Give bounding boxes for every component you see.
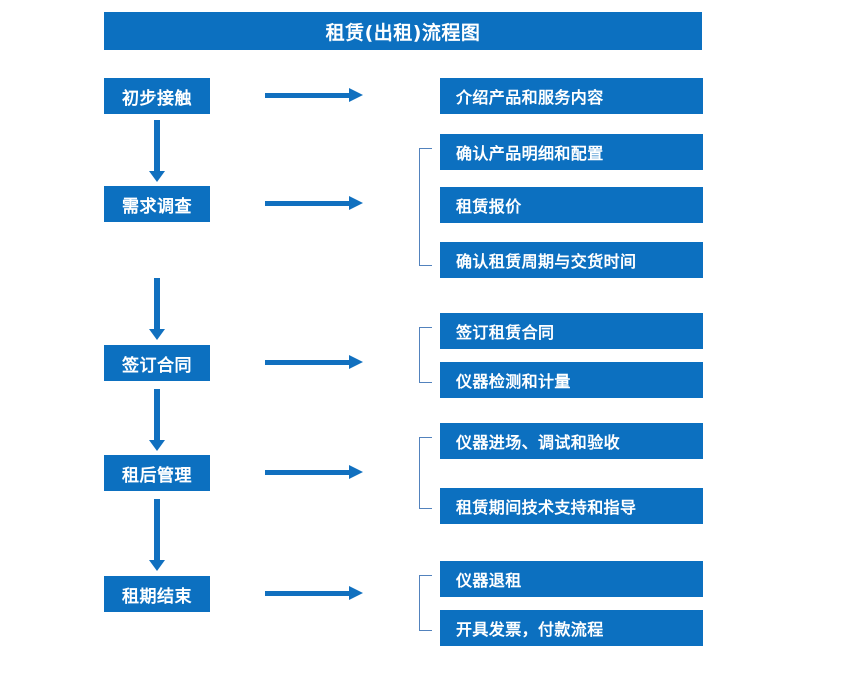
bracket-group-requirements (419, 148, 432, 266)
arrow-requirement-survey-to-sign-contract (149, 278, 165, 340)
arrow-requirement-survey-to-details (265, 196, 365, 210)
detail-box-3[interactable]: 租赁报价 (440, 187, 703, 223)
detail-box-9[interactable]: 仪器退租 (440, 561, 703, 597)
arrow-initial-contact-to-requirement-survey (149, 120, 165, 182)
detail-box-7[interactable]: 仪器进场、调试和验收 (440, 423, 703, 459)
arrow-head-down-icon (149, 560, 165, 571)
detail-box-2[interactable]: 确认产品明细和配置 (440, 134, 703, 170)
bracket-group-contract (419, 327, 432, 383)
detail-box-5[interactable]: 签订租赁合同 (440, 313, 703, 349)
arrow-head-down-icon (149, 171, 165, 182)
detail-box-6[interactable]: 仪器检测和计量 (440, 362, 703, 398)
detail-box-10[interactable]: 开具发票，付款流程 (440, 610, 703, 646)
stage-box-3[interactable]: 签订合同 (104, 345, 210, 381)
arrow-head-down-icon (149, 440, 165, 451)
arrow-shaft (154, 278, 160, 329)
bracket-group-post-rental (419, 437, 432, 509)
bracket-group-end-of-term (419, 575, 432, 631)
arrow-head-right-icon (349, 586, 363, 600)
detail-box-4[interactable]: 确认租赁周期与交货时间 (440, 242, 703, 278)
arrow-post-rental-to-end-of-term (149, 499, 165, 571)
arrow-shaft (265, 93, 351, 98)
arrow-shaft (265, 591, 351, 596)
arrow-sign-contract-to-details (265, 355, 365, 369)
stage-box-1[interactable]: 初步接触 (104, 78, 210, 114)
arrow-head-right-icon (349, 355, 363, 369)
arrow-post-rental-to-details (265, 465, 365, 479)
arrow-initial-contact-to-details (265, 88, 365, 102)
arrow-head-right-icon (349, 465, 363, 479)
arrow-end-of-term-to-details (265, 586, 365, 600)
detail-box-8[interactable]: 租赁期间技术支持和指导 (440, 488, 703, 524)
arrow-shaft (265, 201, 351, 206)
arrow-shaft (265, 360, 351, 365)
arrow-sign-contract-to-post-rental (149, 389, 165, 451)
arrow-head-right-icon (349, 88, 363, 102)
arrow-shaft (154, 389, 160, 440)
arrow-head-right-icon (349, 196, 363, 210)
detail-box-1[interactable]: 介绍产品和服务内容 (440, 78, 703, 114)
arrow-head-down-icon (149, 329, 165, 340)
stage-box-5[interactable]: 租期结束 (104, 576, 210, 612)
flowchart-title: 租赁(出租)流程图 (104, 12, 702, 50)
stage-box-4[interactable]: 租后管理 (104, 455, 210, 491)
stage-box-2[interactable]: 需求调查 (104, 186, 210, 222)
arrow-shaft (265, 470, 351, 475)
arrow-shaft (154, 499, 160, 560)
arrow-shaft (154, 120, 160, 171)
